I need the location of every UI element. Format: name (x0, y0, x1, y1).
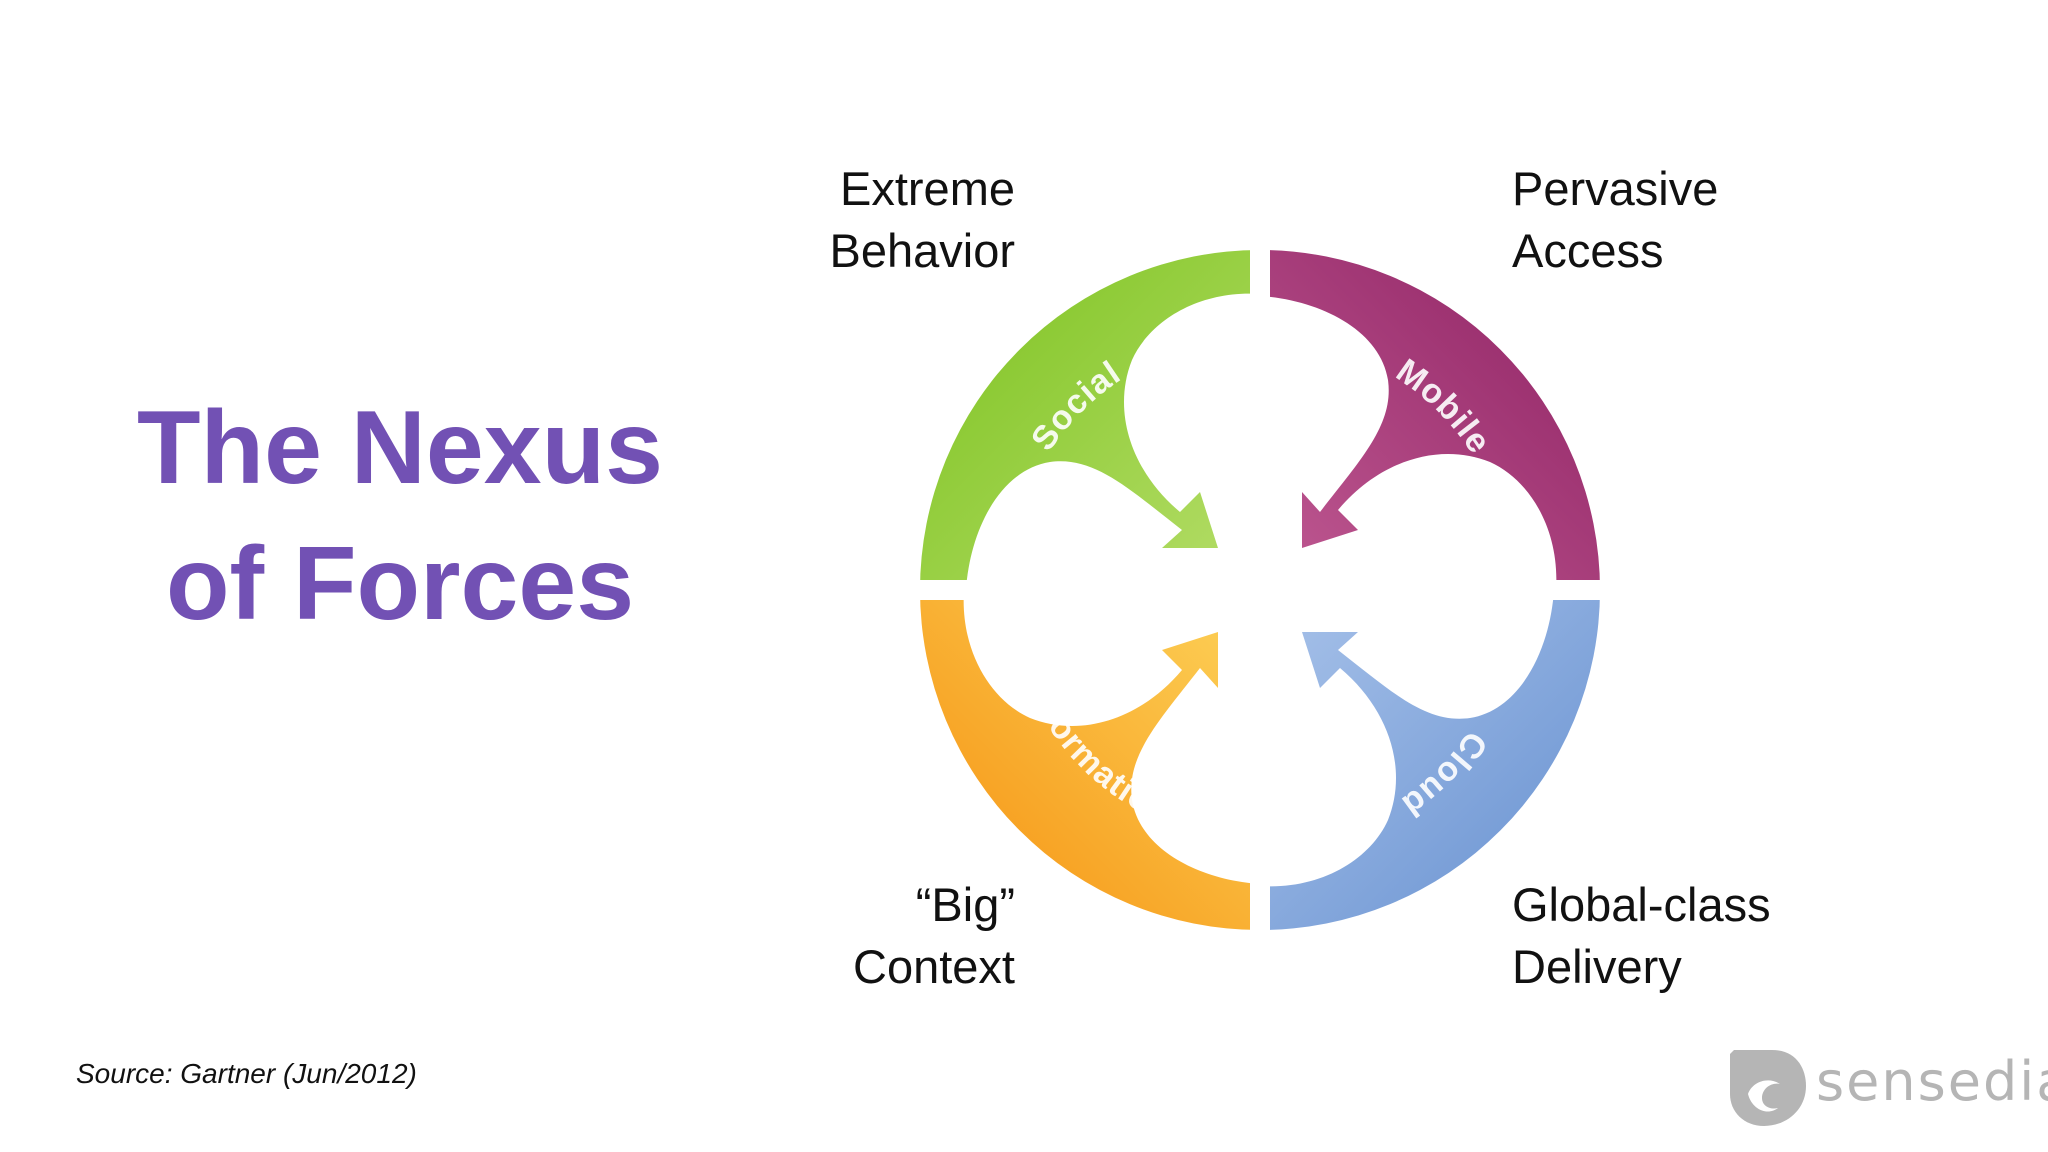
label-line: Behavior (829, 224, 1016, 277)
segment-social (920, 250, 1260, 590)
source-citation: Source: Gartner (Jun/2012) (76, 1058, 417, 1089)
divider-horizontal (920, 580, 1600, 600)
label-line: “Big” (915, 878, 1015, 931)
label-line: Pervasive (1512, 162, 1719, 215)
sensedia-logo-text: sensedia (1816, 1050, 2048, 1113)
label-line: Context (853, 940, 1015, 993)
label-global-class-delivery: Global-class Delivery (1512, 874, 1852, 998)
title-line-1: The Nexus (137, 390, 663, 506)
label-line: Delivery (1512, 940, 1682, 993)
title-line-2: of Forces (165, 526, 635, 642)
slide-title: The Nexus of Forces (100, 380, 700, 652)
label-pervasive-access: Pervasive Access (1512, 158, 1832, 282)
nexus-of-forces-diagram: Social Mobile Cloud Information (920, 250, 1600, 930)
segment-cloud (1260, 590, 1600, 930)
segment-information (920, 590, 1260, 930)
segment-mobile (1260, 250, 1600, 590)
sensedia-logo: sensedia (1722, 1042, 2048, 1128)
label-line: Global-class (1512, 878, 1771, 931)
label-line: Extreme (840, 162, 1015, 215)
sensedia-logo-icon (1730, 1050, 1806, 1126)
label-big-context: “Big” Context (760, 874, 1015, 998)
label-extreme-behavior: Extreme Behavior (760, 158, 1016, 282)
label-line: Access (1512, 224, 1664, 277)
